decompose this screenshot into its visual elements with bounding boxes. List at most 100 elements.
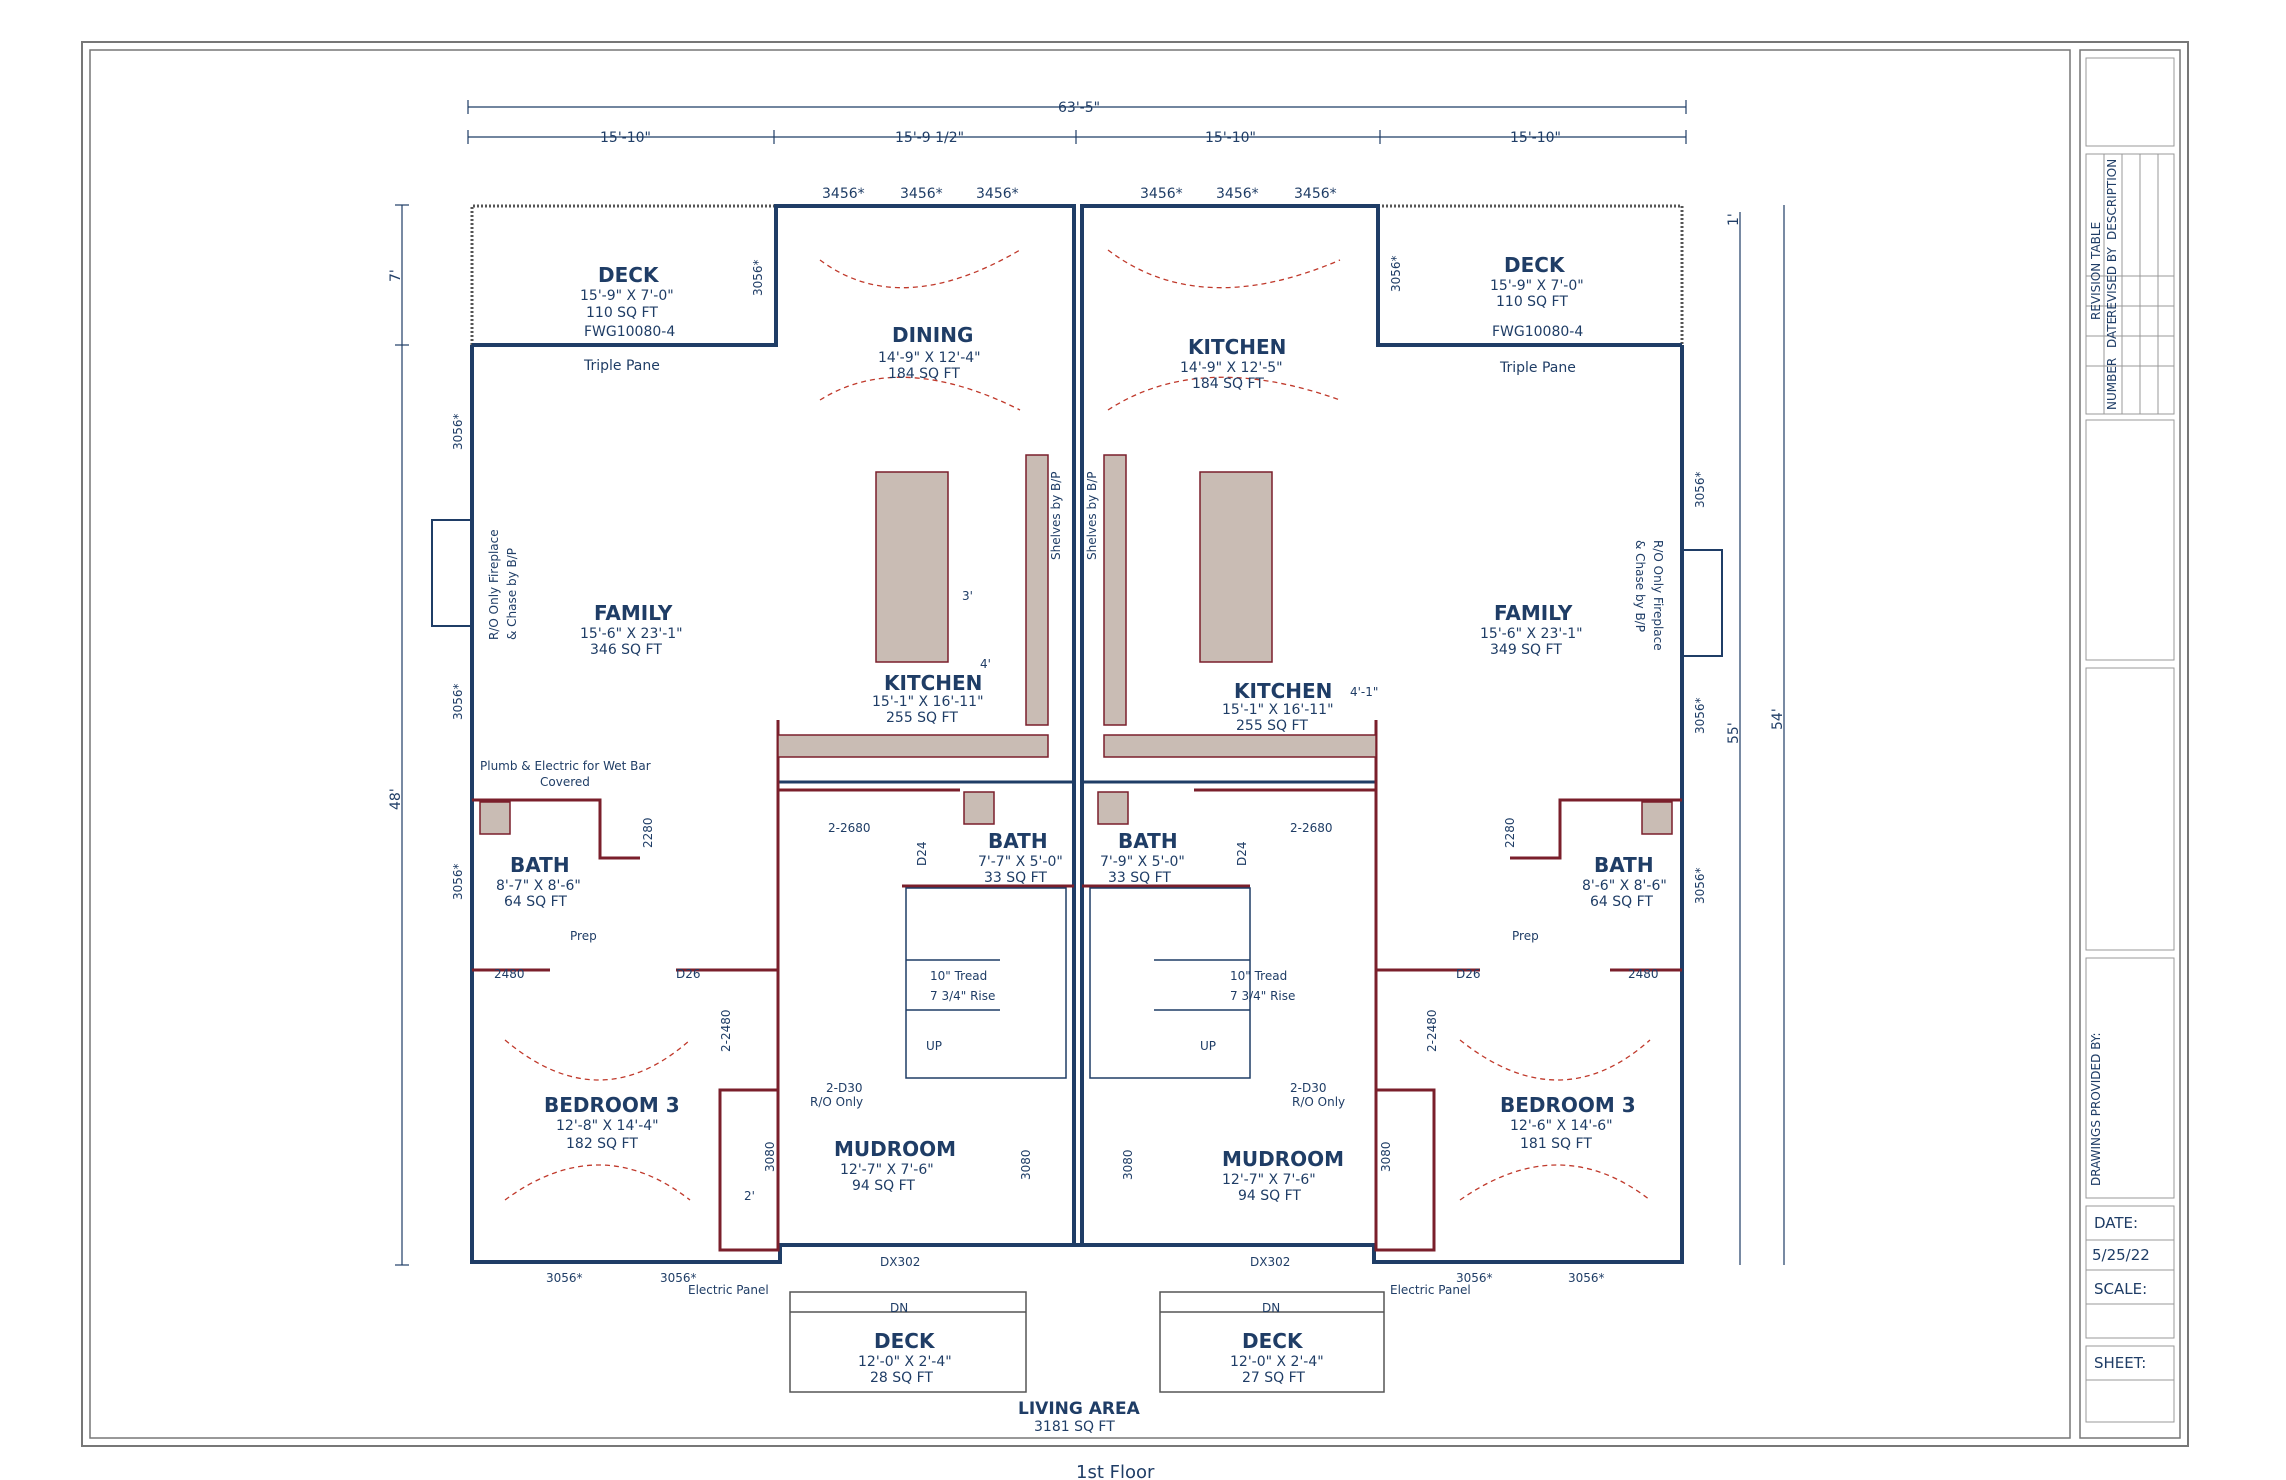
right-bath-main-name: BATH — [1594, 853, 1654, 877]
window-label-2: 3456* — [900, 186, 943, 202]
left-fireplace-note2: & Chase by B/P — [505, 548, 519, 640]
right-bedroom-area: 181 SQ FT — [1520, 1136, 1592, 1152]
door-tag-2280-right: 2280 — [1503, 817, 1517, 848]
right-deck-name: DECK — [1504, 253, 1566, 277]
dim-4ft: 4' — [980, 657, 991, 671]
right-family-name: FAMILY — [1494, 601, 1573, 625]
window-3056-bottom-3: 3056* — [1456, 1271, 1493, 1285]
revision-col-revised-by: REVISED BY — [2105, 247, 2119, 318]
window-label-5: 3456* — [1216, 186, 1259, 202]
right-fireplace-note: R/O Only Fireplace — [1651, 540, 1665, 651]
right-front-deck-name: DECK — [1242, 1329, 1304, 1353]
right-kitchen-area: 255 SQ FT — [1236, 718, 1308, 734]
left-kitchen-name: KITCHEN — [884, 671, 982, 695]
right-deck-note: Triple Pane — [1499, 360, 1576, 376]
window-3056-deck-right: 3056* — [1389, 255, 1403, 292]
left-deck-door: FWG10080-4 — [584, 324, 675, 340]
right-bedroom-size: 12'-6" X 14'-6" — [1510, 1118, 1613, 1134]
sheet-label: SHEET: — [2094, 1354, 2146, 1372]
scale-label: SCALE: — [2094, 1280, 2147, 1298]
left-fireplace-note: R/O Only Fireplace — [487, 529, 501, 640]
right-kitchen-top-area: 184 SQ FT — [1192, 376, 1264, 392]
right-bath-main-size: 8'-6" X 8'-6" — [1582, 878, 1667, 894]
window-3056-bottom-1: 3056* — [546, 1271, 583, 1285]
walls — [470, 204, 1684, 1264]
right-bedroom-name: BEDROOM 3 — [1500, 1093, 1636, 1117]
left-mudroom-door: 2-D30 — [826, 1081, 862, 1095]
door-tag-3080-right2: 3080 — [1379, 1141, 1393, 1172]
right-kitchen-dim: 4'-1" — [1350, 685, 1378, 699]
dim-left-7: 7' — [388, 269, 404, 282]
left-deck-note: Triple Pane — [583, 358, 660, 374]
left-bath-half-area: 33 SQ FT — [984, 870, 1047, 886]
right-stair-tread: 10" Tread — [1230, 969, 1287, 983]
door-tag-d24-left: D24 — [915, 841, 929, 866]
window-label-4: 3456* — [1140, 186, 1183, 202]
living-area-label: LIVING AREA — [1018, 1399, 1141, 1419]
left-wetbar-note: Plumb & Electric for Wet Bar — [480, 759, 651, 773]
right-mudroom-note: R/O Only — [1292, 1095, 1345, 1109]
left-mudroom-name: MUDROOM — [834, 1137, 956, 1161]
left-prep: Prep — [570, 929, 597, 943]
revision-col-date: DATE — [2105, 317, 2119, 348]
dim-right-1: 1' — [1726, 213, 1742, 226]
left-bath-main-area: 64 SQ FT — [504, 894, 567, 910]
window-label-6: 3456* — [1294, 186, 1337, 202]
dim-top-3: 15'-10" — [1205, 130, 1256, 146]
front-decks — [789, 1291, 1385, 1393]
right-family-area: 349 SQ FT — [1490, 642, 1562, 658]
left-mudroom-area: 94 SQ FT — [852, 1178, 915, 1194]
right-shelves-note: Shelves by B/P — [1085, 471, 1099, 560]
right-bath-half-size: 7'-9" X 5'-0" — [1100, 854, 1185, 870]
right-kitchen-top-name: KITCHEN — [1188, 335, 1286, 359]
right-deck-area: 110 SQ FT — [1496, 294, 1568, 310]
door-tag-2280-left: 2280 — [641, 817, 655, 848]
door-tag-2480-left: 2480 — [494, 967, 525, 981]
right-mudroom-name: MUDROOM — [1222, 1147, 1344, 1171]
right-front-deck-size: 12'-0" X 2'-4" — [1230, 1354, 1324, 1370]
door-tag-2480-right: 2480 — [1628, 967, 1659, 981]
dim-right-54: 54' — [1770, 708, 1786, 730]
door-tag-2-2680-left: 2-2680 — [828, 821, 871, 835]
window-3056-right-1: 3056* — [1693, 471, 1707, 508]
dim-top-1: 15'-10" — [600, 130, 651, 146]
date-label: DATE: — [2094, 1214, 2138, 1232]
left-bedroom-size: 12'-8" X 14'-4" — [556, 1118, 659, 1134]
door-tag-2-2680-right: 2-2680 — [1290, 821, 1333, 835]
window-label-3: 3456* — [976, 186, 1019, 202]
window-label-1: 3456* — [822, 186, 865, 202]
sheet-inner-border — [89, 49, 2071, 1439]
window-3056-left-3: 3056* — [451, 863, 465, 900]
left-mudroom-size: 12'-7" X 7'-6" — [840, 1162, 934, 1178]
dim-top-2: 15'-9 1/2" — [895, 130, 964, 146]
right-fireplace-note2: & Chase by B/P — [1633, 540, 1647, 632]
left-stair-up: UP — [926, 1039, 942, 1053]
right-bath-half-area: 33 SQ FT — [1108, 870, 1171, 886]
right-deck-size: 15'-9" X 7'-0" — [1490, 278, 1584, 294]
left-front-door: DX302 — [880, 1255, 920, 1269]
left-bath-half-size: 7'-7" X 5'-0" — [978, 854, 1063, 870]
left-front-deck-area: 28 SQ FT — [870, 1370, 933, 1386]
right-bath-half-name: BATH — [1118, 829, 1178, 853]
left-dining-area: 184 SQ FT — [888, 366, 960, 382]
door-tag-d26-left: D26 — [676, 967, 701, 981]
window-3056-right-2: 3056* — [1693, 697, 1707, 734]
revision-table-label: REVISION TABLE — [2089, 222, 2103, 320]
dim-3ft: 3' — [962, 589, 973, 603]
right-kitchen-size: 15'-1" X 16'-11" — [1222, 702, 1334, 718]
door-tag-2-2480-right: 2-2480 — [1425, 1009, 1439, 1052]
right-front-dn: DN — [1262, 1301, 1280, 1315]
window-3056-deck-left: 3056* — [751, 259, 765, 296]
title-block: REVISION TABLE NUMBER DATE REVISED BY DE… — [2079, 49, 2181, 1439]
living-area-value: 3181 SQ FT — [1034, 1419, 1115, 1435]
window-3056-left-1: 3056* — [451, 413, 465, 450]
left-bath-main-name: BATH — [510, 853, 570, 877]
left-front-dn: DN — [890, 1301, 908, 1315]
dimension-strings — [395, 100, 1785, 1266]
right-stair-up: UP — [1200, 1039, 1216, 1053]
right-front-door: DX302 — [1250, 1255, 1290, 1269]
left-family-area: 346 SQ FT — [590, 642, 662, 658]
right-kitchen-top-size: 14'-9" X 12'-5" — [1180, 360, 1283, 376]
right-mudroom-door: 2-D30 — [1290, 1081, 1326, 1095]
electrical-arcs — [504, 249, 1651, 1201]
